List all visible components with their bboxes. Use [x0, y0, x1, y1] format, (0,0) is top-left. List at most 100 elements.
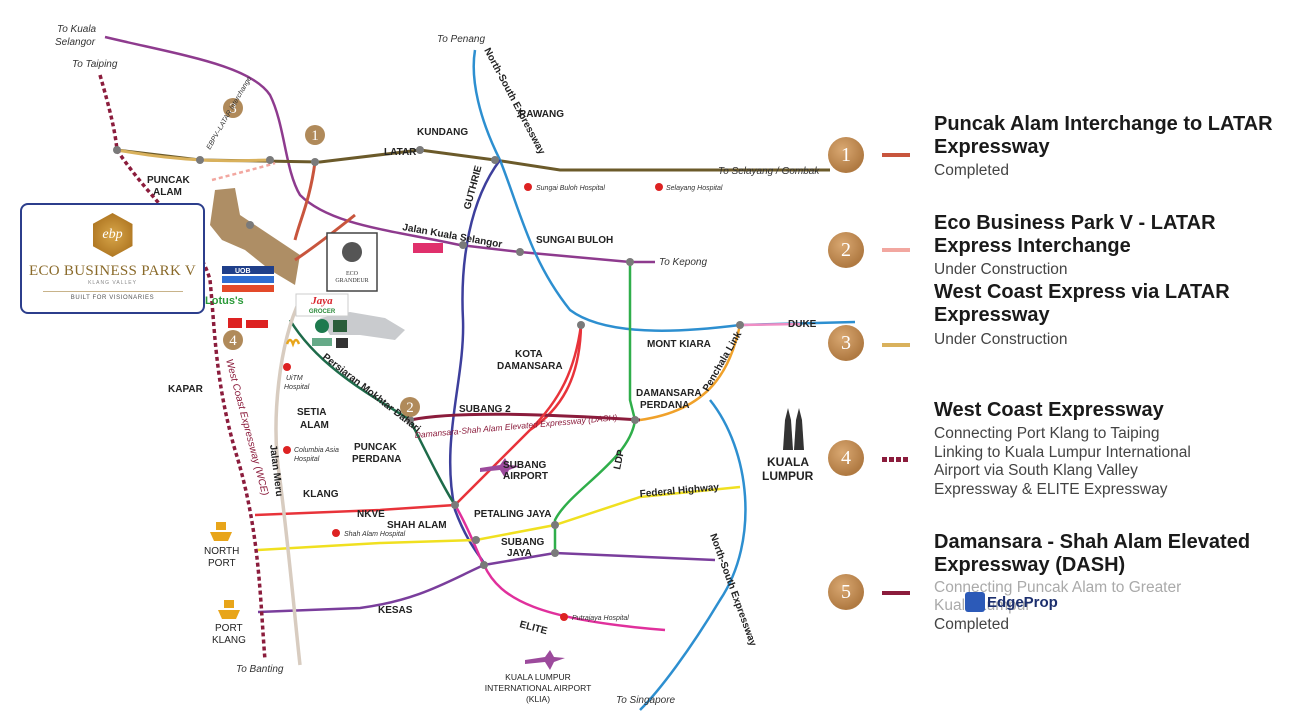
north-south-expressway-south	[639, 399, 747, 711]
mall-logo	[413, 243, 443, 253]
puncak-alam-interchange-2	[294, 213, 356, 262]
jaya-grocer-subtext: GROCER	[309, 309, 336, 315]
eco-card-title: ECO BUSINESS PARK V	[28, 263, 196, 279]
legend-badge-3: 3	[828, 325, 864, 361]
road-map: 3 1 4 2 Lotus's UOB Jaya GROCER ECO GRAN…	[55, 24, 856, 711]
elite-highway	[453, 504, 666, 632]
eco-business-park-card: ebp ECO BUSINESS PARK V KLANG VALLEY BUI…	[20, 203, 205, 314]
kfc-logo	[228, 318, 242, 328]
label-ldp: LDP	[612, 448, 627, 470]
legend-badge-5: 5	[828, 574, 864, 610]
svg-text:1: 1	[311, 128, 319, 144]
store-logo-3	[336, 338, 348, 348]
label-elite: ELITE	[518, 619, 549, 637]
label-klia-3: (KLIA)	[526, 694, 550, 704]
jalan-kuala-selangor-road	[104, 35, 521, 254]
label-guthrie: GUTHRIE	[462, 164, 484, 211]
label-persiaran-mokhtar-dahari: Persiaran Mokhtar Dahari	[320, 352, 422, 435]
bank-logo	[222, 276, 274, 283]
legend-title-3: West Coast Express via LATAR Expressway	[934, 281, 1230, 326]
west-coast-expressway	[98, 74, 267, 661]
svg-text:2: 2	[406, 400, 414, 416]
legend-badge-4: 4	[828, 440, 864, 476]
eco-grandeur-text: ECO	[346, 271, 359, 277]
duke-highway	[739, 322, 801, 327]
legend-item-3: 3 West Coast Express via LATAR Expresswa…	[828, 280, 1288, 361]
svg-text:3: 3	[229, 101, 237, 117]
starbucks-logo	[315, 319, 329, 333]
penchala-link	[639, 324, 742, 422]
nkve-highway	[254, 324, 583, 517]
label-kuala-lumpur: KUALA	[767, 455, 809, 469]
airplane-icon-klia	[525, 650, 565, 670]
label-damansara-perdana: DAMANSARA	[636, 388, 702, 399]
label-uitm-hospital-2: Hospital	[284, 384, 310, 391]
legend-status-5a: Connecting Puncak Alam to Greater	[934, 579, 1182, 596]
legend-status-2: Under Construction	[934, 261, 1068, 278]
eco-card-subtitle: KLANG VALLEY	[88, 280, 137, 286]
lotus-logo: Lotus's	[205, 295, 244, 307]
label-to-selayang: To Selayang / Gombak	[718, 166, 820, 177]
label-port-klang-2: KLANG	[212, 635, 246, 646]
label-to-penang: To Penang	[437, 34, 485, 45]
eco-card-tagline: BUILT FOR VISIONARIES	[70, 295, 155, 301]
hospital-icons	[283, 183, 663, 621]
commercial-area	[320, 312, 405, 340]
label-sungai-buloh-hospital: Sungai Buloh Hospital	[536, 185, 605, 192]
label-columbia-asia-2: Hospital	[294, 456, 320, 463]
interchange-nodes	[113, 146, 744, 569]
mcdonalds-logo	[285, 338, 301, 348]
development-plot	[210, 188, 300, 285]
label-latar: LATAR	[384, 147, 417, 158]
label-kota-damansara-2: DAMANSARA	[497, 361, 563, 372]
legend-status-4d: Expressway & ELITE Expressway	[934, 481, 1168, 498]
legend-item-1: 1 Puncak Alam Interchange to LATAR Expre…	[828, 112, 1288, 182]
eco-grandeur-emblem	[342, 242, 362, 262]
ebpv-interchange-under-construction	[211, 161, 276, 182]
kota-damansara-link	[529, 324, 583, 432]
legend-swatch-4	[882, 457, 910, 462]
eco-grandeur-text-2: GRANDEUR	[335, 278, 368, 284]
label-setia-alam-2: ALAM	[300, 420, 329, 431]
legend-status-3: Under Construction	[934, 331, 1068, 348]
kesas-highway	[257, 551, 716, 614]
label-kuala-lumpur-2: LUMPUR	[762, 469, 814, 483]
label-rawang: RAWANG	[519, 109, 564, 120]
legend-swatch-3	[882, 343, 910, 347]
label-to-banting: To Banting	[236, 664, 284, 675]
legend-title-1: Puncak Alam Interchange to LATAR Express…	[934, 113, 1273, 158]
ship-icon-port-klang	[218, 600, 240, 619]
label-subang-airport: SUBANG	[503, 460, 547, 471]
label-kota-damansara: KOTA	[515, 349, 543, 360]
label-putrajaya-hospital: Putrajaya Hospital	[572, 615, 629, 622]
label-sungai-buloh: SUNGAI BULOH	[536, 235, 613, 246]
label-to-kuala-selangor-2: Selangor	[55, 37, 96, 48]
legend-title-2: Eco Business Park V - LATAR Express Inte…	[934, 212, 1216, 257]
label-kesas: KESAS	[378, 605, 413, 616]
legend-item-5: 5 Damansara - Shah Alam Elevated Express…	[828, 530, 1288, 640]
label-ebpv-interchange: EBPV–LATAR Interchange	[206, 76, 254, 151]
legend-title-5: Damansara - Shah Alam Elevated Expresswa…	[934, 531, 1251, 576]
label-columbia-asia: Columbia Asia	[294, 447, 339, 454]
label-puncak-alam: PUNCAK	[147, 175, 191, 186]
legend-item-4: 4 West Coast Expressway Connecting Port …	[828, 398, 1288, 503]
label-nkve: NKVE	[357, 509, 385, 520]
label-puncak-alam-2: ALAM	[153, 187, 182, 198]
perodua-logo	[222, 285, 274, 292]
legend-badge-2: 2	[828, 232, 864, 268]
legend-swatch-2	[882, 248, 910, 252]
legend-status-4c: Airport via South Klang Valley	[934, 462, 1138, 479]
label-uitm-hospital: UiTM	[286, 375, 303, 382]
label-damansara-perdana-2: PERDANA	[640, 400, 689, 411]
label-to-kepong: To Kepong	[659, 257, 707, 268]
uob-logo	[222, 266, 274, 274]
edgeprop-logo-icon	[965, 592, 985, 612]
marker-4: 4	[223, 330, 243, 350]
store-logo-2	[312, 338, 332, 346]
label-subang-airport-2: AIRPORT	[503, 471, 548, 482]
label-klang: KLANG	[303, 489, 339, 500]
label-puncak-perdana: PUNCAK	[354, 442, 398, 453]
legend-title-4: West Coast Expressway	[934, 399, 1164, 421]
label-subang-2: SUBANG 2	[459, 404, 511, 415]
jalan-meru	[274, 299, 302, 666]
